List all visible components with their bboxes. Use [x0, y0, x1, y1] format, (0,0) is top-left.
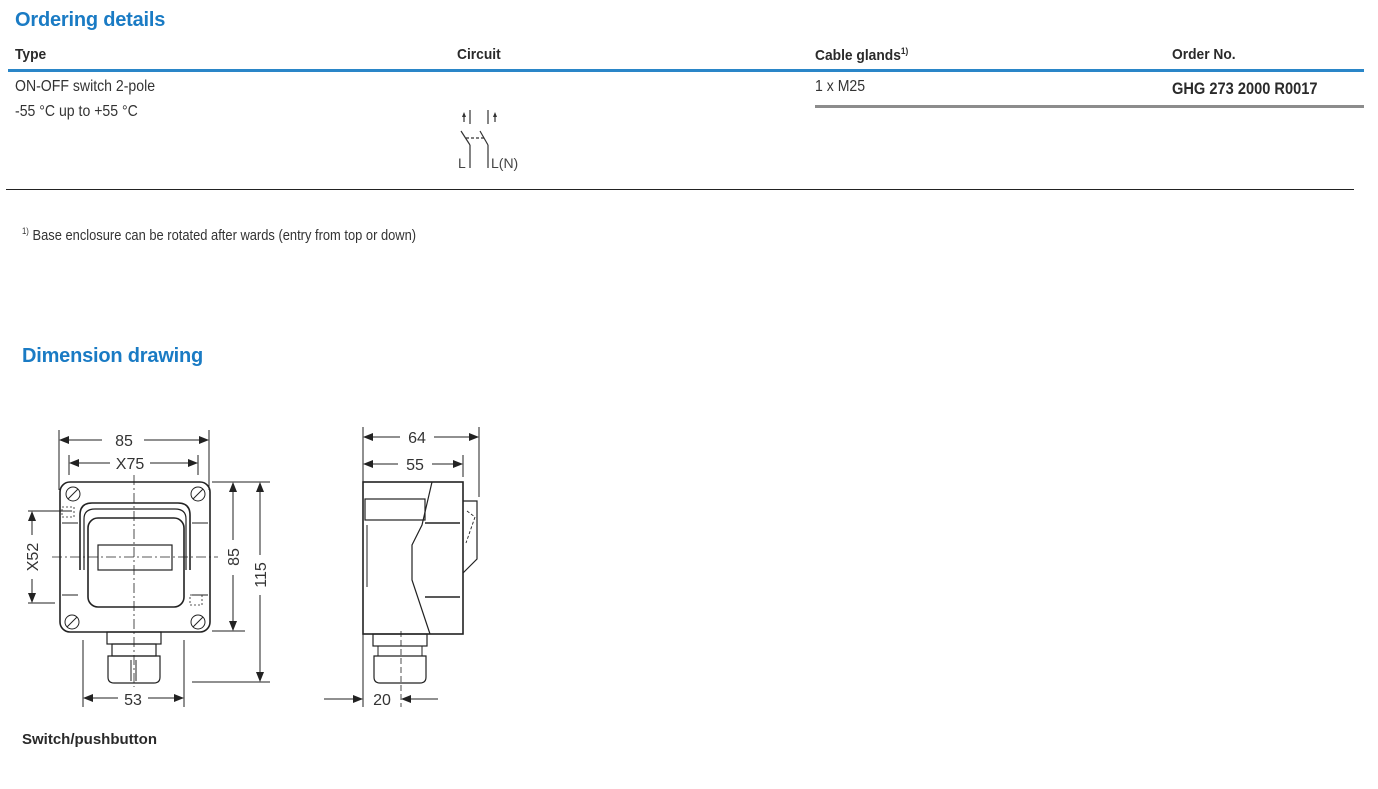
row-divider [815, 105, 1364, 108]
header-rule [8, 69, 1364, 72]
dim-height-x52: X52 [25, 543, 42, 572]
dim-offset-20: 20 [373, 692, 391, 709]
ordering-details-title: Ordering details [15, 9, 166, 31]
header-cable-glands-label: Cable glands [815, 47, 901, 64]
header-cable-glands: Cable glands1) [815, 46, 908, 64]
circuit-label-left: L [458, 155, 466, 171]
type-line-1: ON-OFF switch 2-pole [15, 78, 156, 95]
dim-depth-55: 55 [406, 457, 424, 474]
dim-depth-64: 64 [408, 430, 426, 447]
dim-height-85: 85 [226, 548, 243, 566]
footnote-text: Base enclosure can be rotated after ward… [32, 227, 417, 244]
side-view-drawing: 64 55 20 [310, 415, 510, 715]
dim-width-85: 85 [115, 433, 133, 450]
type-line-2: -55 °C up to +55 °C [15, 103, 138, 120]
header-circuit: Circuit [457, 46, 501, 63]
footnote-ref: 1) [900, 46, 909, 56]
drawing-caption: Switch/pushbutton [22, 731, 157, 748]
front-view-drawing: 85 X75 53 X52 85 115 [0, 415, 300, 715]
dimension-drawing-title: Dimension drawing [22, 345, 204, 367]
order-number: GHG 273 2000 R0017 [1172, 79, 1318, 98]
two-pole-switch-icon: L L(N) [452, 104, 552, 176]
dim-gland-53: 53 [124, 692, 142, 709]
dim-height-115: 115 [253, 562, 270, 588]
table-bottom-rule [6, 189, 1354, 190]
circuit-label-right: L(N) [491, 155, 518, 171]
footnote-marker: 1) [22, 226, 29, 236]
header-order-no: Order No. [1172, 46, 1236, 63]
dim-width-x75: X75 [116, 456, 145, 473]
header-type: Type [15, 46, 47, 63]
cable-glands-value: 1 x M25 [815, 78, 866, 95]
footnote: 1) Base enclosure can be rotated after w… [22, 226, 416, 244]
